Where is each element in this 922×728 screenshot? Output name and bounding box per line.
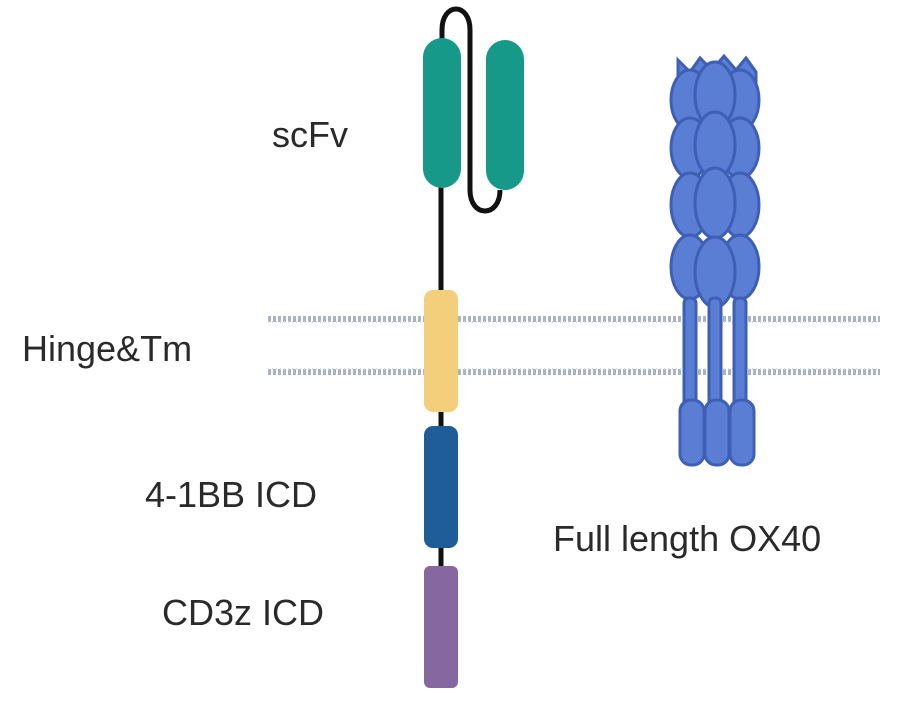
label-4-1bb-icd: 4-1BB ICD — [145, 474, 318, 515]
cd3z-icd-domain — [424, 566, 458, 688]
label-scfv: scFv — [272, 114, 348, 155]
cell-membrane — [268, 316, 880, 375]
ox40-trimer — [669, 53, 761, 467]
ox40-intracellular-domains — [678, 398, 756, 467]
car-construct — [423, 6, 524, 688]
ox40-extracellular-domains — [669, 60, 761, 309]
scfv-domain-left — [423, 38, 461, 188]
label-cd3z-icd: CD3z ICD — [162, 592, 325, 633]
ox40-transmembrane-helices — [682, 296, 748, 412]
scfv-linker-loop — [439, 6, 503, 214]
bb-icd-domain — [424, 426, 458, 548]
label-full-length-ox40: Full length OX40 — [553, 518, 822, 559]
label-hinge-tm: Hinge&Tm — [22, 328, 193, 369]
scfv-domain-right — [486, 40, 524, 190]
hinge-tm-domain — [424, 290, 458, 412]
